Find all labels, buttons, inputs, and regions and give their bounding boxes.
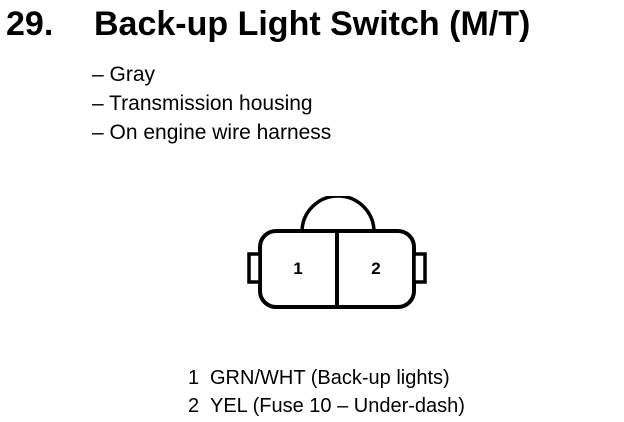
pinout-item: 2 YEL (Fuse 10 – Under-dash) (188, 392, 465, 420)
detail-color: – Gray (92, 63, 156, 86)
pinout-item: 1 GRN/WHT (Back-up lights) (188, 364, 465, 392)
connector-pin-2-label: 2 (371, 259, 380, 278)
section-number: 29. (6, 5, 54, 43)
connector-diagram: 1 2 (247, 196, 427, 309)
pin-description: GRN/WHT (Back-up lights) (210, 367, 450, 389)
component-details: – Gray – Transmission housing – On engin… (92, 60, 331, 147)
pin-number: 1 (188, 367, 200, 389)
pin-description: YEL (Fuse 10 – Under-dash) (210, 395, 465, 417)
detail-harness: – On engine wire harness (92, 121, 332, 144)
connector-left-tab (247, 252, 262, 284)
detail-location: – Transmission housing (92, 92, 313, 115)
connector-right-tab (412, 252, 427, 284)
pin-number: 2 (188, 395, 200, 417)
pinout-list: 1 GRN/WHT (Back-up lights) 2 YEL (Fuse 10 … (188, 364, 465, 420)
page-title: Back-up Light Switch (M/T) (94, 5, 531, 43)
connector-pin-1-label: 1 (293, 259, 302, 278)
connector-latch-arc (300, 196, 376, 233)
